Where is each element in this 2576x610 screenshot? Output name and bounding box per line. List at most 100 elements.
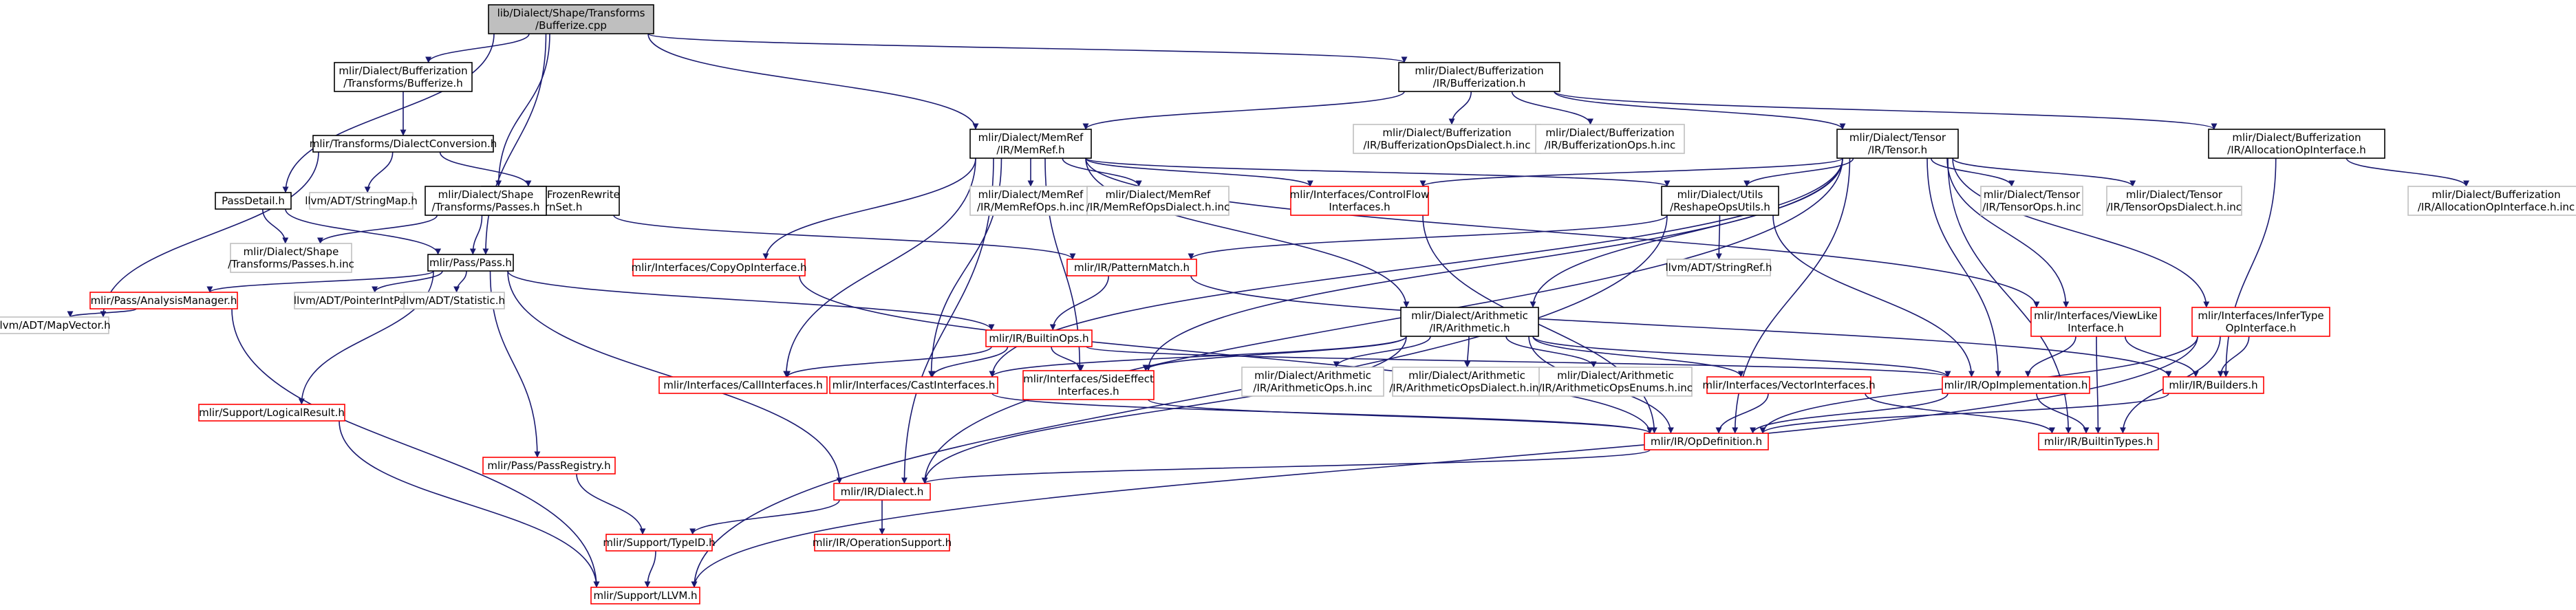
node-shapepasses[interactable]: mlir/Dialect/Shape/Transforms/Passes.h xyxy=(425,186,547,216)
node-dialconv[interactable]: mlir/Transforms/DialectConversion.h xyxy=(310,135,497,153)
edge-tensor-to-irdialect xyxy=(921,157,1843,484)
edge-vectorif-to-opdef xyxy=(1715,393,1769,434)
node-arith[interactable]: mlir/Dialect/Arithmetic/IR/Arithmetic.h xyxy=(1400,307,1539,337)
node-builtinops[interactable]: mlir/IR/BuiltinOps.h xyxy=(985,329,1093,347)
node-allocop[interactable]: mlir/Dialect/Bufferization/IR/Allocation… xyxy=(2208,129,2385,159)
edge-tensor-to-arith xyxy=(1530,157,1843,308)
node-passdetail[interactable]: PassDetail.h xyxy=(215,192,292,210)
node-label: mlir/Dialect/Arithmetic xyxy=(1557,369,1674,382)
node-box xyxy=(658,376,828,394)
edge-shapepasses-to-passpass xyxy=(469,215,483,255)
edge-opimpl-to-builtintypes xyxy=(2036,393,2090,434)
node-opdef[interactable]: mlir/IR/OpDefinition.h xyxy=(1644,433,1769,450)
node-arithenums: mlir/Dialect/Arithmetic/IR/ArithmeticOps… xyxy=(1538,367,1693,397)
node-memref[interactable]: mlir/Dialect/MemRef/IR/MemRef.h xyxy=(969,129,1092,159)
node-castif[interactable]: mlir/Interfaces/CastInterfaces.h xyxy=(829,376,998,394)
node-irdialect[interactable]: mlir/IR/Dialect.h xyxy=(833,483,931,501)
node-label: mlir/Dialect/Bufferization xyxy=(2432,188,2560,201)
node-reshape[interactable]: mlir/Dialect/Utils/ReshapeOpsUtils.h xyxy=(1661,186,1779,216)
edge-arith-to-arithenums xyxy=(1505,336,1597,368)
node-box xyxy=(309,192,414,210)
node-label: /IR/Arithmetic.h xyxy=(1429,322,1510,334)
node-label: mlir/Dialect/Bufferization xyxy=(1382,127,1511,139)
edge-patternmatch-to-builders xyxy=(1190,275,2172,378)
node-copyop[interactable]: mlir/Interfaces/CopyOpInterface.h xyxy=(632,259,807,276)
node-label: mlir/Transforms/DialectConversion.h xyxy=(310,138,497,150)
node-tensor[interactable]: mlir/Dialect/Tensor/IR/Tensor.h xyxy=(1836,129,1959,159)
edge-bufferization-to-memref xyxy=(1082,91,1405,130)
node-box xyxy=(427,254,514,272)
node-box xyxy=(1241,367,1384,397)
edge-frozen-to-patternmatch xyxy=(613,215,1076,260)
edge-builtinops-to-opimpl xyxy=(1086,346,1951,378)
node-label: /IR/MemRefOps.h.inc xyxy=(977,201,1084,213)
node-builders[interactable]: mlir/IR/Builders.h xyxy=(2162,376,2264,394)
node-label: /IR/AllocationOpInterface.h.inc xyxy=(2418,201,2575,213)
node-analysismgr[interactable]: mlir/Pass/AnalysisManager.h xyxy=(89,292,238,309)
node-passpass[interactable]: mlir/Pass/Pass.h xyxy=(427,254,514,272)
node-box xyxy=(1666,259,1771,276)
edge-passdetail-to-passesinc xyxy=(261,208,289,244)
edge-root-to-bufferization xyxy=(647,33,1408,63)
node-bufferization[interactable]: mlir/Dialect/Bufferization/IR/Bufferizat… xyxy=(1398,62,1560,92)
node-box xyxy=(1535,124,1685,154)
edge-bufferization-to-bufops xyxy=(1511,91,1593,125)
node-label: llvm/ADT/Statistic.h xyxy=(403,294,505,307)
node-label: /IR/Bufferization.h xyxy=(1433,77,1526,89)
node-llvmh[interactable]: mlir/Support/LLVM.h xyxy=(590,587,700,604)
node-passregistry[interactable]: mlir/Pass/PassRegistry.h xyxy=(482,457,616,475)
node-vectorif[interactable]: mlir/Interfaces/VectorInterfaces.h xyxy=(1702,376,1876,394)
node-tensoropsdialect: mlir/Dialect/Tensor/IR/TensorOpsDialect.… xyxy=(2106,186,2242,216)
node-opimpl[interactable]: mlir/IR/OpImplementation.h xyxy=(1942,376,2090,394)
node-box xyxy=(833,483,931,501)
node-bufopsdialect: mlir/Dialect/Bufferization/IR/Bufferizat… xyxy=(1353,124,1541,154)
node-box xyxy=(814,534,950,552)
node-arithdialect: mlir/Dialect/Arithmetic/IR/ArithmeticOps… xyxy=(1389,367,1545,397)
node-label: /IR/BufferizationOps.h.inc xyxy=(1545,139,1676,151)
node-label: mlir/Interfaces/ControlFlow xyxy=(1290,188,1430,201)
node-box xyxy=(2208,129,2385,159)
node-typeid[interactable]: mlir/Support/TypeID.h xyxy=(603,534,716,552)
edge-root-to-passdetail xyxy=(282,33,495,193)
node-opsupport[interactable]: mlir/IR/OperationSupport.h xyxy=(813,534,952,552)
node-label: mlir/IR/Dialect.h xyxy=(841,486,924,498)
node-callif[interactable]: mlir/Interfaces/CallInterfaces.h xyxy=(658,376,828,394)
node-label: mlir/Pass/PassRegistry.h xyxy=(487,459,610,472)
node-patternmatch[interactable]: mlir/IR/PatternMatch.h xyxy=(1066,259,1197,276)
edge-reshape-to-opimpl xyxy=(1772,215,1975,378)
node-passesinc: mlir/Dialect/Shape/Transforms/Passes.h.i… xyxy=(228,243,354,273)
node-ptrintpair: llvm/ADT/PointerIntPair.h xyxy=(294,292,422,309)
node-box xyxy=(1980,186,2083,216)
node-label: mlir/Interfaces/CastInterfaces.h xyxy=(833,379,996,391)
node-label: mlir/Dialect/MemRef xyxy=(978,131,1084,144)
edge-patternmatch-to-builtinops xyxy=(1049,275,1110,331)
node-box xyxy=(969,186,1092,216)
node-label: mlir/Dialect/Tensor xyxy=(1849,131,1946,144)
node-box xyxy=(1942,376,2090,394)
edge-arith-to-arithops xyxy=(1333,336,1431,368)
edge-builtinops-to-sideeffect xyxy=(1051,346,1084,371)
node-bufxform[interactable]: mlir/Dialect/Bufferization/Transforms/Bu… xyxy=(334,62,473,92)
node-bufops: mlir/Dialect/Bufferization/IR/Bufferizat… xyxy=(1535,124,1685,154)
node-builtintypes[interactable]: mlir/IR/BuiltinTypes.h xyxy=(2038,433,2159,450)
node-box xyxy=(198,404,345,422)
node-label: mlir/Dialect/Bufferization xyxy=(1545,127,1674,139)
node-label: /Transforms/Passes.h.inc xyxy=(228,258,354,270)
node-root[interactable]: lib/Dialect/Shape/Transforms/Bufferize.c… xyxy=(488,4,654,34)
edge-root-to-shapepasses xyxy=(495,33,550,187)
node-label: mlir/IR/OpImplementation.h xyxy=(1944,379,2088,391)
node-label: /Transforms/Passes.h xyxy=(431,201,539,213)
edge-bufferization-to-bufopsdialect xyxy=(1448,91,1472,125)
node-arithops: mlir/Dialect/Arithmetic/IR/ArithmeticOps… xyxy=(1241,367,1384,397)
node-label: mlir/Dialect/Arithmetic xyxy=(1411,309,1528,322)
edge-viewlike-to-opimpl xyxy=(2024,336,2076,378)
edge-tensor-to-sideeffect xyxy=(1145,157,1843,371)
edge-memref-to-copyop xyxy=(762,157,976,260)
node-box xyxy=(2191,307,2330,337)
node-logicalresult[interactable]: mlir/Support/LogicalResult.h xyxy=(198,404,345,422)
